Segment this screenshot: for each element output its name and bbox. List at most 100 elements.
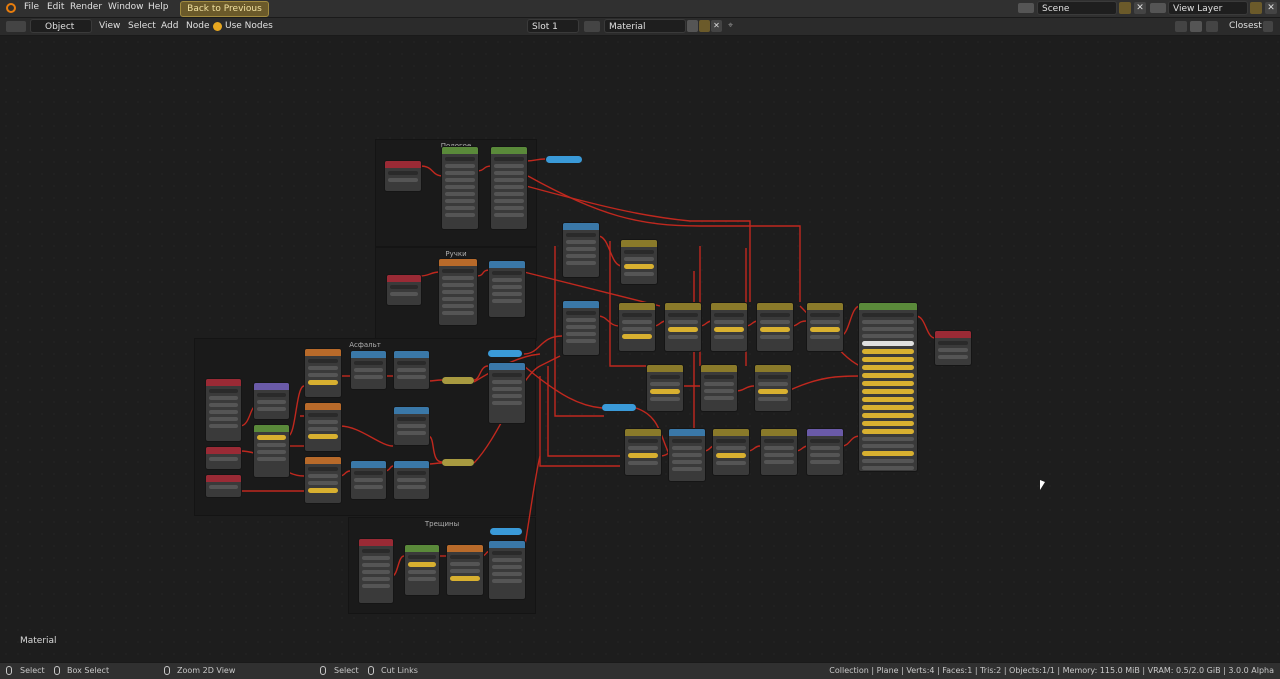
node-mix-3[interactable] [710, 302, 748, 352]
mouse-drag-icon [54, 666, 60, 675]
node-map-range-4[interactable] [562, 222, 600, 278]
material-browse-icon[interactable] [584, 21, 600, 32]
node-reroute-blue-4[interactable] [602, 404, 636, 411]
node-voronoi-3[interactable] [304, 456, 342, 504]
scene-field[interactable]: Scene [1037, 1, 1117, 15]
link [609, 241, 646, 367]
material-copy-icon[interactable] [699, 20, 710, 32]
node-power[interactable] [350, 350, 387, 390]
node-reroute-yellow-2[interactable] [442, 459, 474, 466]
node-mix-11[interactable] [760, 428, 798, 476]
node-mix-5[interactable] [806, 302, 844, 352]
snapping-icon[interactable] [1175, 21, 1187, 32]
menu-edit[interactable]: Edit [47, 2, 65, 12]
menu-window[interactable]: Window [108, 2, 144, 12]
link [554, 246, 604, 417]
node-magic-texture[interactable] [438, 258, 478, 326]
node-mix-4[interactable] [756, 302, 794, 352]
node-mix-6[interactable] [646, 364, 684, 412]
overlay-icon[interactable] [1190, 21, 1202, 32]
node-material-output[interactable] [934, 330, 972, 366]
scene-copy-icon[interactable] [1119, 2, 1131, 14]
node-group-d[interactable] [404, 544, 440, 596]
link [539, 376, 620, 467]
header-extra-icon[interactable] [1263, 21, 1273, 32]
link [473, 365, 489, 381]
node-map-range-1[interactable] [488, 260, 526, 318]
node-map-range-3[interactable] [488, 540, 526, 600]
node-texture-coordinate-4[interactable] [358, 538, 394, 604]
material-unlink-icon[interactable]: ✕ [711, 20, 722, 32]
menu-help[interactable]: Help [148, 2, 169, 12]
view-layer-copy-icon[interactable] [1250, 2, 1262, 14]
link [475, 269, 491, 277]
node-math-2[interactable] [393, 460, 430, 500]
node-value-2[interactable] [205, 474, 242, 498]
node-voronoi-4[interactable] [446, 544, 484, 596]
slot-dropdown[interactable]: Slot 1 [527, 19, 579, 33]
view-layer-close-icon[interactable]: ✕ [1265, 2, 1277, 14]
link [787, 375, 861, 392]
menu-file[interactable]: File [24, 2, 40, 12]
node-mix-7[interactable] [700, 364, 738, 412]
hint-box-select: Box Select [67, 666, 110, 675]
snap-target-icon[interactable] [1206, 21, 1218, 32]
node-bump[interactable] [806, 428, 844, 476]
node-color-ramp-1[interactable] [618, 302, 656, 352]
material-field[interactable]: Material [604, 19, 686, 33]
pin-icon[interactable]: ⌖ [728, 21, 734, 31]
interpolation-dropdown[interactable]: Closest [1229, 21, 1262, 31]
node-mapping[interactable] [253, 382, 290, 420]
node-math-1[interactable] [350, 460, 387, 500]
node-value-1[interactable] [205, 446, 242, 470]
scene-close-icon[interactable]: ✕ [1134, 2, 1146, 14]
node-reroute-blue-3[interactable] [490, 528, 522, 535]
hint-zoom: Zoom 2D View [177, 666, 236, 675]
mode-dropdown[interactable]: Object [30, 19, 92, 33]
node-group-b[interactable] [490, 146, 528, 230]
back-to-previous-button[interactable]: Back to Previous [180, 1, 269, 17]
node-voronoi-2[interactable] [304, 402, 342, 452]
mouse-middle-icon [164, 666, 170, 675]
node-map-range-5[interactable] [562, 300, 600, 356]
node-texture-coordinate-3[interactable] [205, 378, 242, 442]
use-nodes-label[interactable]: Use Nodes [225, 21, 273, 31]
link [525, 185, 751, 302]
node-mix-10[interactable] [712, 428, 750, 476]
node-divide[interactable] [393, 350, 430, 390]
menu-add[interactable]: Add [161, 21, 179, 31]
node-reroute-blue[interactable] [546, 156, 582, 163]
slot-value: Slot 1 [532, 22, 558, 32]
blender-logo-icon[interactable] [6, 3, 16, 13]
editor-type-icon[interactable] [6, 21, 26, 32]
view-layer-field[interactable]: View Layer [1168, 1, 1248, 15]
node-texture-coordinate-2[interactable] [386, 274, 422, 306]
node-mix-8[interactable] [754, 364, 792, 412]
menu-view[interactable]: View [99, 21, 121, 31]
node-mix-9[interactable] [624, 428, 662, 476]
node-map-range-2[interactable] [488, 362, 526, 424]
node-voronoi-1[interactable] [304, 348, 342, 398]
node-texture-coordinate[interactable] [384, 160, 422, 192]
menu-select[interactable]: Select [128, 21, 156, 31]
material-name: Material [609, 22, 646, 32]
node-greater-than[interactable] [393, 406, 430, 446]
link [791, 320, 807, 327]
scene-icon[interactable] [1018, 3, 1034, 13]
node-reroute-blue-2[interactable] [488, 350, 522, 357]
menu-render[interactable]: Render [70, 2, 103, 12]
node-mix-2[interactable] [664, 302, 702, 352]
node-group-c[interactable] [253, 424, 290, 478]
node-principled-bsdf[interactable] [858, 302, 918, 472]
node-group-a[interactable] [441, 146, 479, 230]
frame-label: Ручки [445, 250, 467, 258]
use-nodes-checkbox-icon[interactable] [213, 22, 222, 31]
link [427, 379, 443, 382]
node-mix-1[interactable] [620, 239, 658, 285]
node-map-range-6[interactable] [668, 428, 706, 482]
node-canvas[interactable]: Пологое Ручки Асфальт Трещины [0, 36, 1280, 662]
node-reroute-yellow-1[interactable] [442, 377, 474, 384]
material-fake-user-icon[interactable] [687, 20, 698, 32]
view-layer-icon[interactable] [1150, 3, 1166, 13]
menu-node[interactable]: Node [186, 21, 210, 31]
